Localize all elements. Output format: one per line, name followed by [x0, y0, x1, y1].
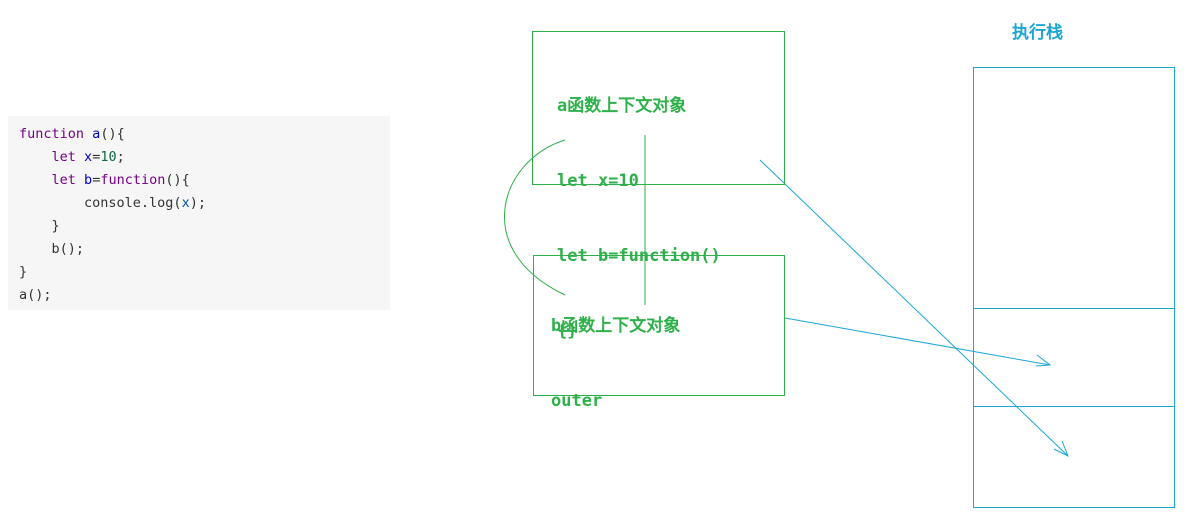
outer-reference-curve — [504, 139, 566, 296]
code-token: } — [19, 264, 28, 280]
code-token: (){ — [100, 126, 125, 142]
code-token: = — [92, 149, 101, 165]
code-token: a — [92, 126, 101, 142]
code-token: 10 — [100, 149, 117, 165]
stack-title: 执行栈 — [1012, 23, 1063, 43]
code-token: ; — [116, 149, 125, 165]
context-a-line-b: let b=function() — [557, 246, 721, 266]
code-token: (){ — [165, 172, 190, 188]
arrow-a-to-stack-head — [1053, 440, 1069, 458]
code-line: let x=10; — [19, 146, 390, 169]
context-a-title: a函数上下文对象 — [557, 96, 687, 116]
code-token: ); — [189, 195, 206, 211]
code-token: = — [92, 172, 101, 188]
code-line: let b=function(){ — [19, 169, 390, 192]
code-line: function a(){ — [19, 123, 390, 146]
stack-frame-divider — [974, 308, 1174, 309]
execution-stack — [973, 67, 1175, 508]
arrow-b-to-stack-head — [1035, 354, 1052, 367]
code-token: function — [100, 172, 166, 188]
context-a-line-body: {} — [557, 321, 578, 341]
code-token: let — [51, 149, 76, 165]
code-token: function — [19, 126, 85, 142]
context-a-box — [532, 31, 785, 185]
context-a-text: a函数上下文对象 let x=10 let b=function() {} — [557, 44, 721, 369]
code-token: } — [19, 218, 60, 234]
code-token: b — [84, 172, 93, 188]
code-token: x — [84, 149, 93, 165]
code-line: a(); — [19, 284, 390, 307]
code-line: } — [19, 215, 390, 238]
context-b-box — [533, 255, 785, 396]
code-line: } — [19, 261, 390, 284]
code-token: let — [51, 172, 76, 188]
arrow-b-to-stack — [784, 317, 1051, 366]
context-b-text: b函数上下文对象 outer — [551, 264, 680, 439]
code-line: b(); — [19, 238, 390, 261]
code-line: console.log(x); — [19, 192, 390, 215]
code-block: function a(){ let x=10; let b=function()… — [8, 116, 390, 310]
code-token: b(); — [19, 241, 85, 257]
code-token: a(); — [19, 287, 52, 303]
context-a-line-x: let x=10 — [557, 171, 639, 191]
code-token: x — [181, 195, 190, 211]
code-token: console.log( — [19, 195, 182, 211]
context-b-outer: outer — [551, 391, 603, 411]
context-b-title: b函数上下文对象 — [551, 316, 681, 336]
stack-frame-divider — [974, 406, 1174, 407]
